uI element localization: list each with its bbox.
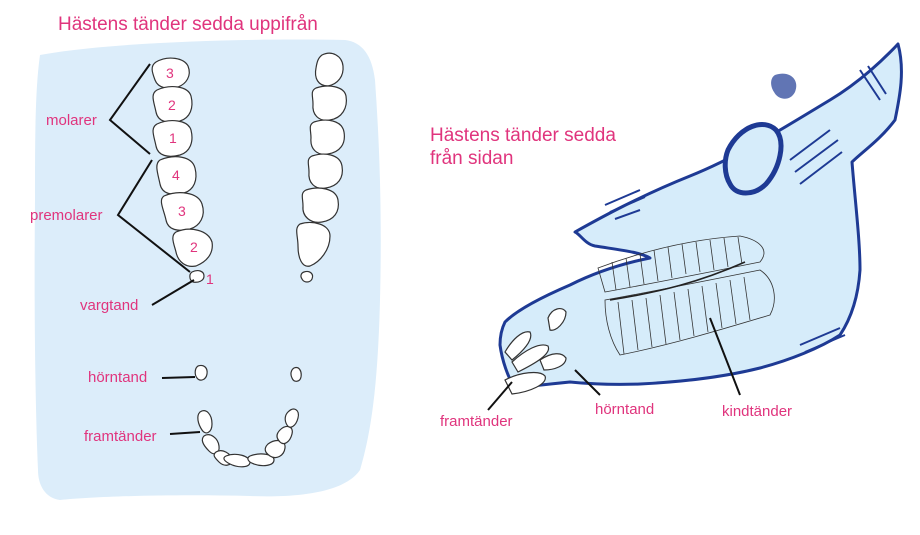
label-incisors-side: framtänder — [440, 413, 513, 430]
tooth-number-molar-1: 1 — [169, 130, 177, 146]
label-canine-top: hörntand — [88, 369, 147, 386]
label-canine-side: hörntand — [595, 401, 654, 418]
canine-left — [194, 364, 208, 381]
label-wolf-tooth: vargtand — [80, 297, 138, 314]
tooth-numbers: 3 2 1 4 3 2 1 — [166, 65, 214, 287]
canine-right — [290, 366, 302, 382]
molar-1 — [152, 120, 193, 157]
label-cheek-teeth: kindtänder — [722, 403, 792, 420]
incisors-side — [504, 308, 567, 395]
cheek-teeth-upper — [597, 235, 765, 293]
side-view-panel: Hästens tänder sedda från sidan — [430, 42, 903, 430]
cheek-teeth-lower — [604, 269, 775, 356]
top-view-title: Hästens tänder sedda uppifrån — [58, 14, 318, 35]
eye-socket — [722, 122, 784, 196]
tooth-number-premolar-4: 4 — [172, 167, 180, 183]
right-cheek-teeth — [296, 52, 347, 283]
tooth-number-wolf-1: 1 — [206, 271, 214, 287]
nasal-notch — [771, 73, 797, 99]
tooth-number-premolar-2: 2 — [190, 239, 198, 255]
horse-skull — [498, 42, 903, 390]
premolar-2 — [172, 228, 213, 267]
incisor-arc — [197, 408, 299, 468]
skull-texture — [604, 65, 887, 353]
tooth-number-molar-3: 3 — [166, 65, 174, 81]
side-view-leaders — [487, 317, 741, 411]
top-view-leaders — [108, 63, 201, 435]
tooth-number-premolar-3: 3 — [178, 203, 186, 219]
side-view-title-line1: Hästens tänder sedda — [430, 125, 616, 146]
label-incisors-top: framtänder — [84, 428, 157, 445]
label-premolars: premolarer — [30, 207, 103, 224]
tooth-number-molar-2: 2 — [168, 97, 176, 113]
label-molars: molarer — [46, 112, 97, 129]
top-view-panel: Hästens tänder sedda uppifrån 3 2 1 4 3 … — [30, 14, 381, 500]
occlusal-line — [609, 261, 746, 301]
top-view-background — [34, 39, 381, 500]
side-view-title-line2: från sidan — [430, 148, 513, 169]
left-cheek-teeth — [151, 57, 213, 283]
